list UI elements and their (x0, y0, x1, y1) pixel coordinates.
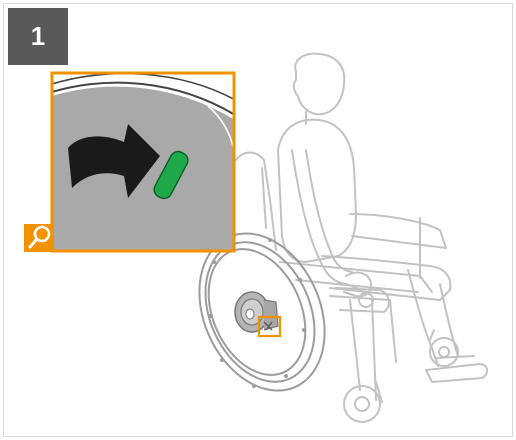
detail-inset (40, 73, 252, 260)
magnifier-icon (24, 224, 54, 252)
wheelchair-person-drawing (236, 54, 487, 422)
wheel-hub (235, 292, 278, 332)
